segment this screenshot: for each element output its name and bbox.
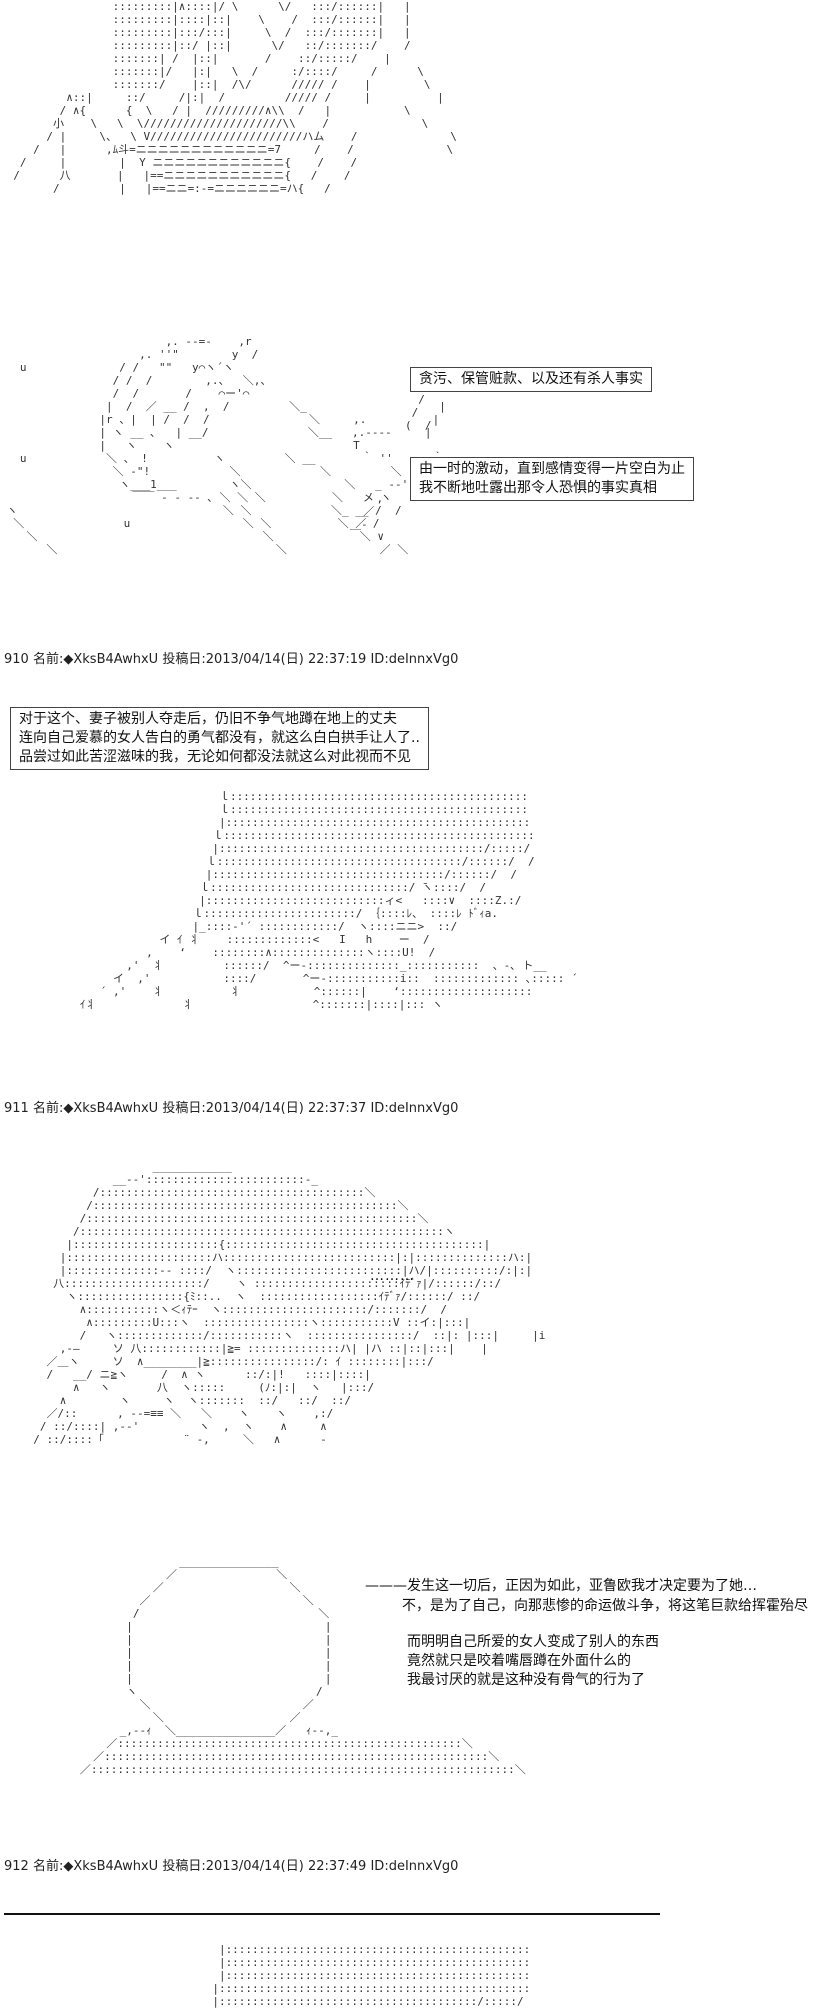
narration-line-4: 竟然就只是咬着嘴唇蹲在外面什么的 [407,1653,631,1669]
speech-bubble-2-tail: , ／ ＿‐ [350,492,384,531]
post-header-910: 910 名前:◆XksB4AwhxU 投稿日:2013/04/14(日) 22:… [4,648,458,667]
post-id[interactable]: ID:deInnxVg0 [370,652,459,667]
speech-bubble-1-text: 贪污、保管赃款、以及还有杀人事实 [419,371,643,387]
post-name-label: 名前: [32,1101,64,1116]
speech-bubble-1-tail: / / ( / [405,393,432,432]
post-id[interactable]: ID:deInnxVg0 [370,1101,459,1116]
ascii-art-panel-4: _______________ ／ ＼ ／ ＼ ／ ＼ / ＼ | [79,1555,526,1776]
ascii-art-bottom: |:::::::::::::::::::::::::::::::::::::::… [212,1943,531,2008]
post-header-911: 911 名前:◆XksB4AwhxU 投稿日:2013/04/14(日) 22:… [4,1097,458,1116]
post-divider [4,1913,660,1915]
post-date-label: 投稿日: [162,1101,206,1116]
post-date-label: 投稿日: [162,1859,206,1874]
post-name-label: 名前: [32,652,64,667]
speech-bubble-3-line-2: 连向自己爱慕的女人告白的勇气都没有，就这么白白拱手让人了.. [19,730,420,746]
post-trip[interactable]: ◆XksB4AwhxU [63,1101,159,1116]
post-number: 912 [4,1859,29,1874]
speech-bubble-3-line-1: 对于这个、妻子被别人夺走后，仍旧不争气地蹲在地上的丈夫 [19,711,397,727]
post-number: 911 [4,1101,29,1116]
speech-bubble-2: 由一时的激动，直到感情变得一片空白为止 我不断地吐露出那令人恐惧的事实真相 [410,457,694,501]
ascii-art-top: :::::::::|∧::::|/ \ \/ :::/::::::| | :::… [13,0,457,195]
narration-line-5: 我最讨厌的就是这种没有骨气的行为了 [407,1672,645,1688]
narration-line-1: ———发生这一切后，正因为如此，亚鲁欧我才决定要为了她… [365,1578,757,1594]
speech-bubble-3-line-3: 品尝过如此苦涩滋味的我，无论如何都没法就这么对此视而不见 [19,749,411,765]
post-trip[interactable]: ◆XksB4AwhxU [63,652,159,667]
post-name-label: 名前: [32,1859,64,1874]
narration-line-2: 不，是为了自己，向那悲惨的命运做斗争，将这笔巨款给挥霍殆尽 [402,1598,808,1614]
post-number: 910 [4,652,29,667]
post-date-label: 投稿日: [162,652,206,667]
speech-bubble-2-line-1: 由一时的激动，直到感情变得一片空白为止 [419,461,685,477]
ellipsis-text: ……… [370,1268,415,1284]
post-header-912: 912 名前:◆XksB4AwhxU 投稿日:2013/04/14(日) 22:… [4,1855,458,1874]
narration-line-3: 而明明自己所爱的女人变成了别人的东西 [407,1634,659,1650]
post-date: 2013/04/14(日) 22:37:49 [205,1859,367,1874]
post-trip[interactable]: ◆XksB4AwhxU [63,1859,159,1874]
post-date: 2013/04/14(日) 22:37:19 [205,652,367,667]
post-date: 2013/04/14(日) 22:37:37 [205,1101,367,1116]
post-id[interactable]: ID:deInnxVg0 [370,1859,459,1874]
speech-bubble-1: 贪污、保管赃款、以及还有杀人事实 [410,367,652,392]
ascii-art-panel-3: ____________ __-‐'::::::::::::::::::::::… [33,1160,546,1446]
speech-bubble-3: 对于这个、妻子被别人夺走后，仍旧不争气地蹲在地上的丈夫 连向自己爱慕的女人告白的… [10,707,429,770]
ascii-art-panel-2: ｌ:::::::::::::::::::::::::::::::::::::::… [79,790,578,1011]
speech-bubble-2-line-2: 我不断地吐露出那令人恐惧的事实真相 [419,480,657,496]
ascii-art-panel-1: ,. -‐=- ,r ,. ''" y / u / / "" y⌒ヽ´ヽ / /… [6,335,468,556]
